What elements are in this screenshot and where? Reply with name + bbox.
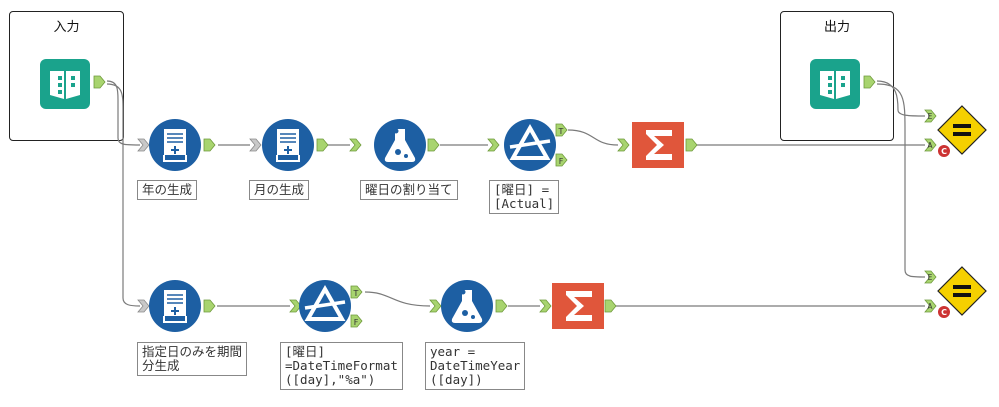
svg-text:T: T bbox=[353, 289, 359, 298]
connector-output-test-top bbox=[876, 80, 926, 117]
test-equals-icon bbox=[953, 124, 971, 136]
genmonth-output-anchor[interactable] bbox=[316, 138, 329, 152]
filter-top-true-anchor[interactable]: T bbox=[555, 123, 568, 137]
output-output-anchor[interactable] bbox=[863, 75, 876, 89]
generate-rows-icon bbox=[163, 129, 187, 162]
filter-bottom-true-anchor[interactable]: T bbox=[350, 285, 363, 299]
formula-bottom-input-anchor[interactable] bbox=[429, 299, 442, 313]
filter-top-tool[interactable] bbox=[504, 119, 556, 171]
label-filter-top: [曜日] = [Actual] bbox=[489, 180, 560, 214]
label-formula-bottom: year = DateTimeYear ([day]) bbox=[425, 342, 526, 390]
test-top-expected-anchor[interactable]: E bbox=[924, 109, 937, 123]
summarize-sigma-icon bbox=[566, 291, 592, 321]
test-top-comment-badge: C bbox=[938, 145, 950, 157]
test-top-tool[interactable] bbox=[937, 105, 987, 155]
connector-filter-summarize bbox=[567, 129, 619, 146]
formula-bottom-output-anchor[interactable] bbox=[495, 299, 508, 313]
test-top-actual-anchor[interactable]: A bbox=[924, 138, 937, 152]
input-container-title: 入力 bbox=[53, 20, 80, 35]
filter-triangle-icon bbox=[304, 284, 346, 321]
test-bottom-actual-anchor[interactable]: A bbox=[924, 299, 937, 313]
filter-bottom-tool[interactable] bbox=[299, 280, 351, 332]
filter-triangle-icon bbox=[509, 123, 551, 160]
svg-text:A: A bbox=[927, 302, 933, 311]
connector-input-genperiod bbox=[106, 83, 141, 307]
filter-top-false-anchor[interactable]: F bbox=[555, 153, 568, 167]
svg-text:F: F bbox=[559, 157, 564, 166]
formula-year-tool[interactable] bbox=[441, 280, 493, 332]
summarize-top-input-anchor[interactable] bbox=[617, 138, 630, 152]
book-input-icon bbox=[50, 71, 80, 99]
summarize-sigma-icon bbox=[646, 130, 672, 160]
formula-top-output-anchor[interactable] bbox=[427, 138, 440, 152]
svg-text:A: A bbox=[927, 141, 933, 150]
output-container-title: 出力 bbox=[823, 20, 850, 35]
input-tool[interactable] bbox=[40, 59, 90, 109]
test-equals-icon bbox=[953, 285, 971, 297]
summarize-bottom-output-anchor[interactable] bbox=[604, 299, 617, 313]
svg-text:T: T bbox=[558, 127, 564, 136]
connector-lines bbox=[106, 80, 926, 307]
book-output-icon bbox=[820, 71, 850, 99]
summarize-top-tool[interactable] bbox=[632, 122, 684, 168]
output-tool[interactable] bbox=[810, 59, 860, 109]
formula-flask-icon bbox=[384, 128, 416, 162]
genperiod-output-anchor[interactable] bbox=[203, 299, 216, 313]
label-filter-bottom: [曜日] =DateTimeFormat ([day],"%a") bbox=[280, 342, 403, 390]
formula-top-input-anchor[interactable] bbox=[349, 138, 362, 152]
formula-flask-icon bbox=[451, 289, 483, 323]
input-output-anchor[interactable] bbox=[93, 75, 106, 89]
generate-rows-icon bbox=[276, 129, 300, 162]
generate-rows-icon bbox=[163, 290, 187, 323]
label-assign-weekday: 曜日の割り当て bbox=[360, 180, 458, 200]
filter-top-input-anchor[interactable] bbox=[487, 138, 500, 152]
summarize-bottom-tool[interactable] bbox=[552, 283, 604, 329]
svg-text:F: F bbox=[354, 318, 359, 327]
genyear-output-anchor[interactable] bbox=[203, 138, 216, 152]
generate-month-tool[interactable] bbox=[262, 119, 314, 171]
label-gen-year: 年の生成 bbox=[137, 180, 198, 200]
test-bottom-expected-anchor[interactable]: E bbox=[924, 270, 937, 284]
summarize-top-output-anchor[interactable] bbox=[685, 138, 698, 152]
label-gen-period: 指定日のみを期間 分生成 bbox=[137, 342, 248, 376]
svg-text:C: C bbox=[941, 147, 947, 156]
genmonth-input-anchor[interactable] bbox=[249, 138, 262, 152]
svg-text:E: E bbox=[928, 112, 933, 121]
filter-bottom-false-anchor[interactable]: F bbox=[350, 314, 363, 328]
formula-weekday-tool[interactable] bbox=[374, 119, 426, 171]
svg-text:E: E bbox=[928, 273, 933, 282]
generate-year-tool[interactable] bbox=[149, 119, 201, 171]
test-bottom-comment-badge: C bbox=[938, 306, 950, 318]
label-gen-month: 月の生成 bbox=[249, 180, 310, 200]
summarize-bottom-input-anchor[interactable] bbox=[539, 299, 552, 313]
connector-filter-formula-bottom bbox=[364, 291, 431, 307]
connector-output-test-bottom bbox=[876, 83, 926, 278]
generate-period-tool[interactable] bbox=[149, 280, 201, 332]
test-bottom-tool[interactable] bbox=[937, 266, 987, 316]
svg-text:C: C bbox=[941, 308, 947, 317]
connector-input-genyear bbox=[106, 80, 141, 146]
